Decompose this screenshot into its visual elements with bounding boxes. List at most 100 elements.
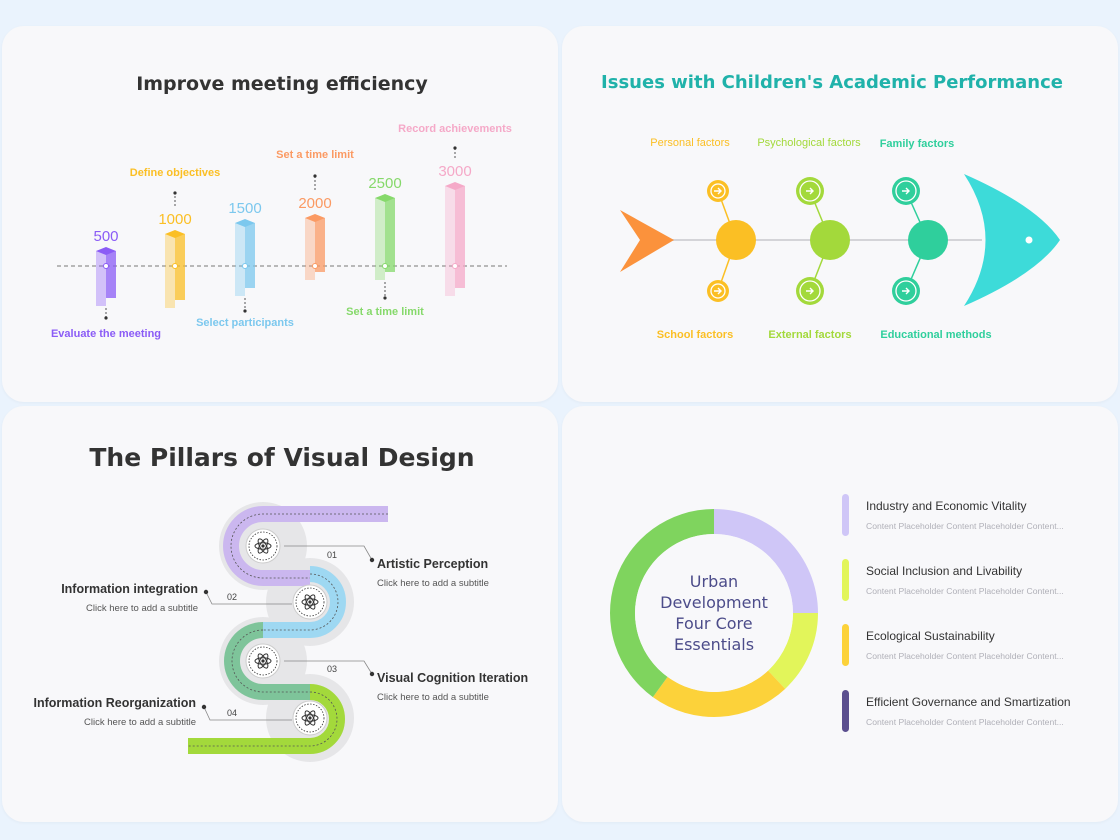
step-title: Information integration: [61, 582, 198, 596]
bar-top: [96, 247, 116, 255]
atom-icon: [245, 528, 281, 564]
baseline-dot: [172, 263, 178, 269]
bar-label: Set a time limit: [346, 306, 424, 318]
step-subtitle[interactable]: Click here to add a subtitle: [84, 717, 196, 728]
step-subtitle[interactable]: Click here to add a subtitle: [377, 578, 489, 589]
step-connector: [203, 706, 292, 721]
legend-placeholder[interactable]: Content Placeholder Content Placeholder …: [866, 651, 1064, 661]
step-subtitle[interactable]: Click here to add a subtitle: [86, 603, 198, 614]
bar-label: Define objectives: [130, 167, 220, 179]
bar-face-left: [165, 234, 175, 308]
academic-issues-card: Issues with Children's Academic Performa…: [562, 26, 1118, 402]
bar-value: 2500: [368, 175, 401, 192]
bar-value: 1500: [228, 200, 261, 217]
connector-dot: [369, 671, 375, 677]
legend-placeholder[interactable]: Content Placeholder Content Placeholder …: [866, 717, 1064, 727]
donut-slice-3: [652, 670, 786, 717]
step-connector: [284, 660, 373, 675]
baseline-dot: [242, 263, 248, 269]
bar-label: Set a time limit: [276, 149, 354, 161]
baseline-dot: [312, 263, 318, 269]
fishbone-diagram: Issues with Children's Academic Performa…: [601, 72, 1063, 341]
pillars-title: The Pillars of Visual Design: [89, 443, 474, 472]
step-number: 02: [227, 592, 237, 602]
bar-label: Select participants: [196, 317, 294, 329]
arrow-right-icon: [796, 177, 824, 205]
bar-value: 2000: [298, 195, 331, 212]
legend-swatch: [842, 624, 849, 666]
bone-node: [810, 220, 850, 260]
legend-title: Industry and Economic Vitality: [866, 499, 1027, 513]
connector-dot: [243, 309, 247, 313]
bottom-factor-label: Educational methods: [880, 329, 991, 341]
legend-title: Efficient Governance and Smartization: [866, 695, 1071, 709]
baseline-dot: [382, 263, 388, 269]
bar-face-right: [106, 251, 116, 298]
meeting-bar-4: 2000 Set a time limit: [276, 149, 354, 280]
step-subtitle[interactable]: Click here to add a subtitle: [377, 692, 489, 703]
fish-eye: [1025, 236, 1033, 244]
bar-label: Evaluate the meeting: [51, 328, 161, 340]
pillar-segment-1: [223, 506, 388, 586]
legend-placeholder[interactable]: Content Placeholder Content Placeholder …: [866, 586, 1064, 596]
bone-node: [716, 220, 756, 260]
donut-slice-1: [714, 509, 818, 613]
atom-icon: [292, 584, 328, 620]
step-title: Artistic Perception: [377, 557, 488, 571]
arrow-right-icon: [707, 180, 729, 202]
baseline-dot: [103, 263, 109, 269]
donut-center-text: Development: [660, 593, 768, 612]
legend-title: Ecological Sustainability: [866, 629, 995, 643]
bar-face-left: [445, 186, 455, 296]
bar-top: [165, 230, 185, 238]
atom-icon: [245, 643, 281, 679]
segment-dashed-guide: [188, 691, 338, 747]
legend-swatch: [842, 690, 849, 732]
top-factor-label: Family factors: [880, 138, 955, 150]
bar-face-right: [455, 186, 465, 288]
bar-face-right: [385, 198, 395, 272]
donut-center-text: Essentials: [674, 635, 754, 654]
top-factor-label: Psychological factors: [757, 137, 861, 149]
academic-title: Issues with Children's Academic Performa…: [601, 72, 1063, 93]
baseline-dot: [452, 263, 458, 269]
bar-top: [445, 182, 465, 190]
bar-label: Record achievements: [398, 123, 512, 135]
legend-swatch: [842, 494, 849, 536]
step-number: 04: [227, 708, 237, 718]
arrow-right-icon: [796, 277, 824, 305]
connector-dot: [369, 557, 375, 563]
donut-slice-4: [610, 509, 714, 698]
connector-dot: [313, 174, 317, 178]
legend-title: Social Inclusion and Livability: [866, 564, 1022, 578]
bar-top: [305, 214, 325, 222]
bone-node: [908, 220, 948, 260]
legend-placeholder[interactable]: Content Placeholder Content Placeholder …: [866, 521, 1064, 531]
connector-dot: [201, 704, 207, 710]
segment-dashed-guide: [231, 629, 310, 693]
arrow-right-icon: [892, 277, 920, 305]
connector-dot: [383, 296, 387, 300]
step-number: 03: [327, 664, 337, 674]
step-title: Information Reorganization: [34, 696, 197, 710]
meeting-title: Improve meeting efficiency: [136, 73, 428, 95]
bar-face-right: [175, 234, 185, 300]
bar-top: [235, 219, 255, 227]
connector-dot: [453, 146, 457, 150]
bar-value: 500: [93, 228, 118, 245]
